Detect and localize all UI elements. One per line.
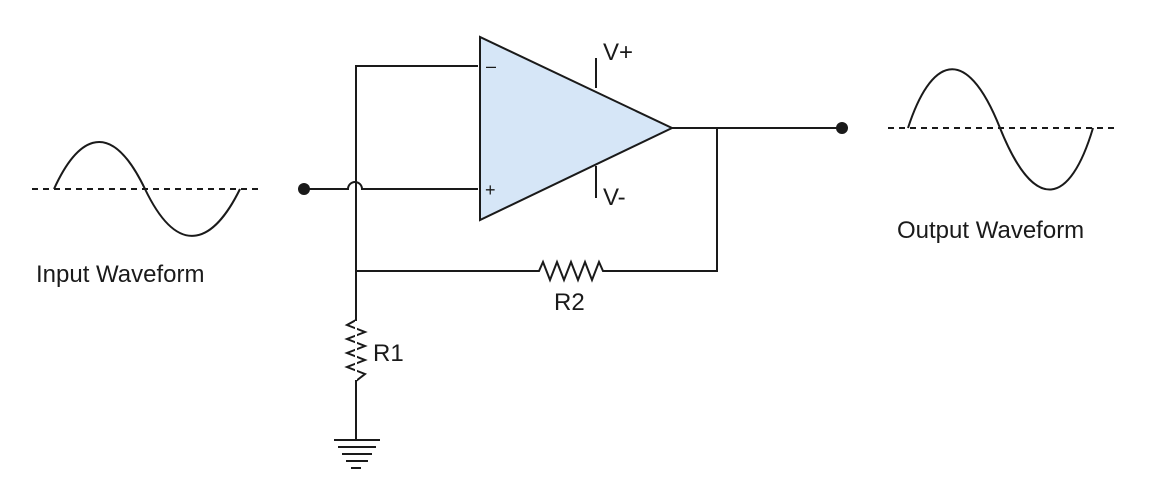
output-terminal [836, 122, 848, 134]
r1-label: R1 [373, 340, 404, 367]
output-waveform-label: Output Waveform [897, 217, 1084, 244]
input-waveform-label: Input Waveform [36, 261, 205, 288]
inverting-input-wire [355, 65, 478, 398]
input-sine-curve [53, 140, 241, 237]
output-sine-curve [907, 68, 1094, 191]
vplus-label: V+ [603, 39, 633, 66]
feedback-wire [356, 128, 718, 283]
ground-icon [334, 398, 380, 469]
output-waveform: Output Waveform [888, 68, 1118, 244]
inverting-input-symbol: – [486, 56, 496, 76]
noninverting-input-symbol: + [485, 180, 496, 200]
opamp-triangle [479, 35, 675, 222]
input-waveform: Input Waveform [32, 140, 262, 288]
r1-gap-mask [355, 321, 357, 380]
input-wire [304, 181, 478, 190]
vminus-label: V- [603, 184, 626, 211]
r2-label: R2 [554, 289, 585, 316]
